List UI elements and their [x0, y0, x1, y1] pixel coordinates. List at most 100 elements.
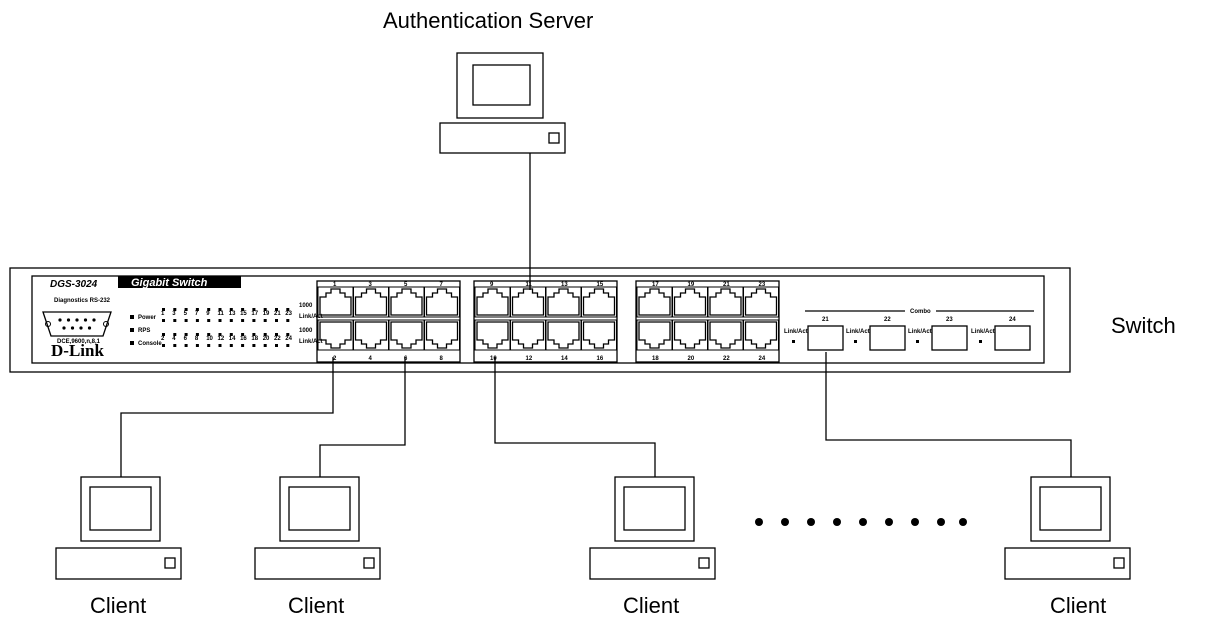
port-number-top: 23 — [759, 282, 766, 288]
led-label-power: Power — [138, 315, 157, 321]
led-icon — [184, 333, 188, 336]
rj45-port-icon — [319, 321, 352, 349]
port-frame — [424, 319, 460, 351]
port-number-bottom: 2 — [333, 356, 337, 362]
rj45-port-icon — [476, 321, 509, 349]
led-number: 3 — [172, 311, 176, 317]
led-icon — [241, 319, 245, 322]
led-side-1000-bottom: 1000 — [299, 328, 313, 334]
client-computer: Client — [589, 476, 716, 617]
led-icon — [286, 308, 290, 311]
led-side-labels: 1000 Link/Act 1000 Link/Act — [299, 303, 323, 345]
badge-label: Gigabit Switch — [131, 277, 208, 289]
led-number: 16 — [240, 336, 247, 342]
cable-client-3 — [494, 357, 656, 477]
port-frame — [545, 319, 582, 351]
rj45-port-icon — [582, 288, 616, 316]
port-number-top: 11 — [526, 282, 533, 288]
led-icon — [173, 333, 177, 336]
led-icon — [229, 308, 233, 311]
port-frame — [636, 286, 673, 318]
rj45-port-icon — [673, 288, 707, 316]
port-frame — [317, 286, 354, 318]
baud-label: DCE,9600,n,8,1 — [57, 339, 101, 345]
pin-icon — [62, 326, 66, 330]
led-number: 23 — [285, 311, 292, 317]
combo-port-number: 21 — [822, 317, 829, 323]
led-icon — [162, 344, 165, 347]
led-icon — [229, 344, 233, 347]
port-number-top: 7 — [440, 282, 444, 288]
pin-icon — [92, 318, 96, 322]
rj45-port-icon — [709, 321, 742, 349]
pin-icon — [58, 318, 62, 322]
led-side-link-top: Link/Act — [299, 314, 323, 320]
console-pins — [45, 318, 109, 330]
led-icon — [979, 340, 982, 343]
port-frame — [353, 319, 389, 351]
client-case — [254, 547, 381, 580]
cables — [120, 153, 1072, 477]
led-icon — [184, 308, 188, 311]
port-frame — [424, 286, 460, 318]
led-icon — [195, 333, 199, 336]
rj45-port-icon — [709, 288, 742, 316]
led-number: 2 — [161, 336, 165, 342]
sfp-port-icon — [931, 325, 968, 351]
led-icon — [263, 333, 267, 336]
led-icon — [854, 340, 857, 343]
port-number-top: 9 — [490, 282, 494, 288]
switch-chassis — [9, 267, 1071, 373]
led-icon — [207, 319, 211, 322]
port-number-bottom: 8 — [440, 356, 444, 362]
led-icon — [162, 319, 165, 322]
led-icon — [252, 319, 256, 322]
server-label: Authentication Server — [383, 8, 593, 33]
client-screen — [288, 486, 351, 531]
rj45-port-icon — [744, 288, 778, 316]
cable-client-4 — [825, 352, 1072, 477]
dot-icon — [807, 518, 815, 526]
led-icon — [263, 319, 267, 322]
led-icon — [252, 333, 256, 336]
led-number: 24 — [285, 336, 292, 342]
port-frame — [672, 286, 708, 318]
port-frame — [672, 319, 708, 351]
rj45-port-icon — [476, 288, 509, 316]
port-frame — [388, 286, 425, 318]
port-frame — [510, 319, 546, 351]
rj45-port-icon — [390, 288, 423, 316]
server-screen — [472, 64, 531, 106]
server-drive — [548, 132, 560, 144]
combo-port-number: 23 — [946, 317, 953, 323]
combo-section: Combo 21Link/Act22Link/Act23Link/Act24Li… — [784, 309, 1034, 351]
pin-icon — [66, 318, 71, 322]
port-number-bottom: 14 — [561, 356, 568, 362]
dot-icon — [911, 518, 919, 526]
led-number: 11 — [218, 311, 225, 317]
port-number-top: 3 — [369, 282, 373, 288]
client-monitor — [1030, 476, 1111, 542]
led-icon — [252, 308, 256, 311]
led-number: 14 — [229, 336, 236, 342]
server-monitor — [456, 52, 544, 119]
led-rps — [130, 328, 134, 332]
led-icon — [286, 319, 290, 322]
client-drive — [698, 557, 710, 569]
led-number: 8 — [195, 336, 199, 342]
led-icon — [275, 333, 278, 336]
combo-led-label: Link/Act — [908, 329, 932, 335]
rj45-port-icon — [425, 288, 459, 316]
led-number: 15 — [240, 311, 247, 317]
server-case — [439, 122, 566, 154]
led-number: 6 — [184, 336, 188, 342]
combo-port-number: 22 — [884, 317, 891, 323]
led-number: 7 — [195, 311, 199, 317]
pin-icon — [70, 326, 75, 330]
led-number: 10 — [206, 336, 213, 342]
port-frame — [743, 286, 779, 318]
